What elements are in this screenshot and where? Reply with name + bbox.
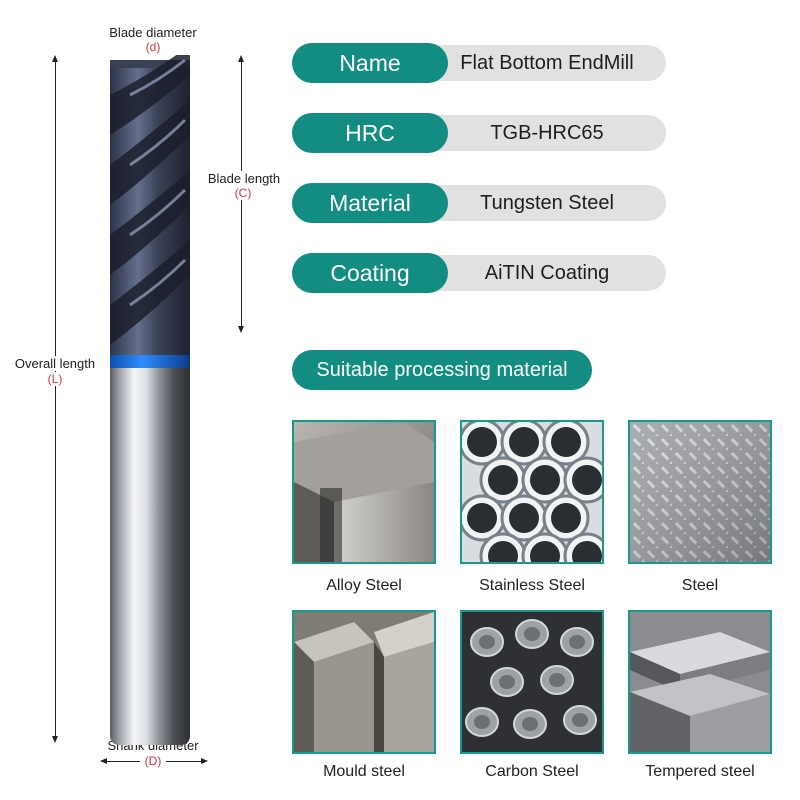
alloy-steel-image <box>292 420 436 564</box>
shank-diameter-code: (D) <box>140 754 166 768</box>
blade-length-arrow-bottom <box>238 326 244 333</box>
tempered-steel-image <box>628 610 772 754</box>
mould-steel-image <box>292 610 436 754</box>
blade-length-code: (C) <box>226 186 260 200</box>
spec-key-material: Material <box>292 183 448 223</box>
material-label-mould-steel: Mould steel <box>323 763 405 780</box>
material-label-stainless-steel: Stainless Steel <box>479 577 585 594</box>
blade-length-arrow-top <box>238 55 244 62</box>
spec-key-coating: Coating <box>292 253 448 293</box>
suitable-material-title: Suitable processing material <box>292 350 592 390</box>
material-label-tempered-steel: Tempered steel <box>645 763 755 780</box>
spec-row-material: Tungsten Steel Material <box>292 183 666 223</box>
material-label-carbon-steel: Carbon Steel <box>485 763 579 780</box>
material-label-alloy-steel: Alloy Steel <box>326 577 402 594</box>
material-label-steel: Steel <box>681 577 719 594</box>
end-mill-drawing <box>110 45 190 745</box>
overall-length-code: (L) <box>38 372 72 386</box>
spec-key-name: Name <box>292 43 448 83</box>
spec-row-coating: AiTIN Coating Coating <box>292 253 666 293</box>
spec-value-hrc: TGB-HRC65 <box>490 122 604 144</box>
spec-value-material: Tungsten Steel <box>480 192 614 214</box>
overall-length-label: Overall length <box>4 356 106 371</box>
blade-length-label: Blade length <box>198 171 290 186</box>
spec-row-name: Flat Bottom EndMill Name <box>292 43 666 83</box>
spec-value-name: Flat Bottom EndMill <box>460 52 634 74</box>
end-mill-tool-image <box>100 45 200 750</box>
blade-diameter-label: Blade diameter <box>109 25 197 40</box>
stainless-steel-image <box>460 420 604 564</box>
spec-value-coating: AiTIN Coating <box>484 262 610 284</box>
overall-length-line <box>55 60 56 740</box>
spec-value-background <box>422 255 666 291</box>
spec-value-background <box>422 45 666 81</box>
carbon-steel-image <box>460 610 604 754</box>
spec-value-background <box>422 115 666 151</box>
shank-diameter-arrow-left <box>100 758 107 764</box>
overall-length-arrow-bottom <box>52 736 58 743</box>
spec-value-background <box>422 185 666 221</box>
overall-length-arrow-top <box>52 55 58 62</box>
blade-diameter-code: (d) <box>145 40 161 54</box>
steel-image <box>628 420 772 564</box>
spec-key-hrc: HRC <box>292 113 448 153</box>
shank-diameter-arrow-right <box>201 758 208 764</box>
spec-row-hrc: TGB-HRC65 HRC <box>292 113 666 153</box>
